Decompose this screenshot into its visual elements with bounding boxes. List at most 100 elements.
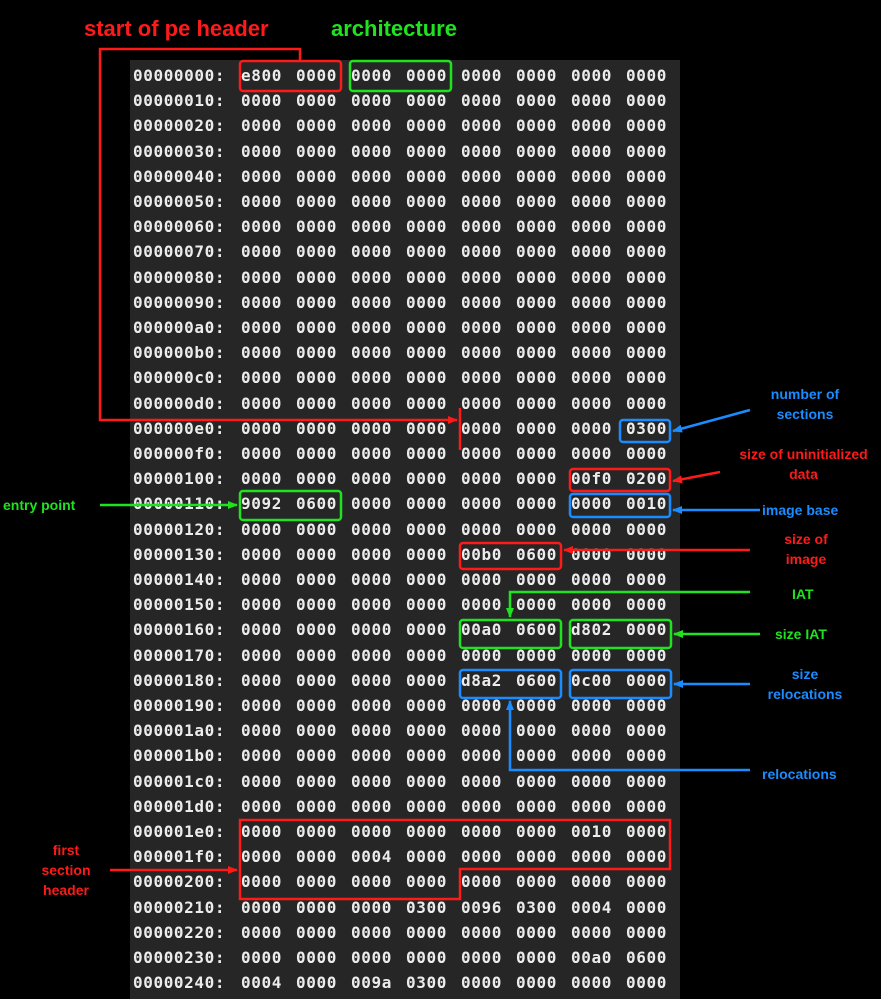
hex-word: 0000 <box>296 670 337 690</box>
hex-word: 0000 <box>571 847 612 867</box>
hex-word: 0000 <box>351 494 392 514</box>
hex-word: 0000 <box>406 393 447 413</box>
hex-word: 0000 <box>516 847 557 867</box>
hex-word: 0000 <box>571 444 612 463</box>
hex-word: 0000 <box>296 292 337 312</box>
hex-word: 0000 <box>296 469 337 489</box>
size-of-uninitialized-data-label: size of uninitialized data <box>739 446 868 482</box>
hex-address: 00000000: <box>133 66 226 85</box>
hex-word: 0000 <box>241 91 282 111</box>
hex-word: 0000 <box>461 973 502 993</box>
hex-word: 0000 <box>461 696 502 715</box>
hex-word: 0000 <box>296 393 337 413</box>
relocations-arrow <box>506 700 750 772</box>
hex-word: 0000 <box>626 620 667 640</box>
hex-word: 0000 <box>241 141 282 161</box>
hex-word: 0000 <box>626 318 667 337</box>
hex-word: 0000 <box>571 343 612 363</box>
hex-word: 0000 <box>406 721 447 741</box>
entry-point-box <box>238 489 343 522</box>
hex-word: 0000 <box>516 746 557 766</box>
hex-word: 0000 <box>461 746 502 766</box>
number-of-sections-label: number of sections <box>770 386 840 422</box>
hex-address: 00000150: <box>133 595 226 615</box>
hex-word: 0000 <box>516 393 557 413</box>
size-relocations-box <box>568 668 673 700</box>
hex-word: 0000 <box>626 922 667 942</box>
hex-word: 0300 <box>406 973 447 993</box>
hex-word: 0000 <box>296 343 337 363</box>
hex-word: 0000 <box>571 746 612 766</box>
hex-word: 0000 <box>296 771 337 791</box>
hex-word: 0000 <box>296 217 337 237</box>
hex-word: 0000 <box>351 192 392 211</box>
hex-word: 0000 <box>461 141 502 161</box>
number-of-sections-arrow <box>672 408 751 433</box>
size-uninitialized-arrow <box>672 470 721 484</box>
hex-word: 0000 <box>626 670 667 690</box>
hex-word: 0000 <box>626 519 667 539</box>
hex-word: 0000 <box>351 116 392 136</box>
hex-word: 0000 <box>626 570 667 589</box>
hex-word: 0000 <box>626 343 667 363</box>
hex-word: 0000 <box>296 141 337 161</box>
hex-word: 0000 <box>571 242 612 262</box>
hex-word: 0000 <box>296 822 337 841</box>
hex-word: 0000 <box>406 267 447 287</box>
hex-word: 0000 <box>461 796 502 816</box>
hex-word: 0000 <box>571 595 612 615</box>
hex-word: 0000 <box>406 670 447 690</box>
hex-word: 0000 <box>516 822 557 841</box>
hex-word: 0000 <box>296 519 337 539</box>
hex-word: 0000 <box>241 746 282 766</box>
hex-word: 00b0 <box>461 544 502 564</box>
hex-word: 0000 <box>461 292 502 312</box>
hex-word: 0000 <box>571 696 612 715</box>
hex-word: 0000 <box>241 872 282 892</box>
hex-address: 00000170: <box>133 645 226 665</box>
hex-word: 0000 <box>296 796 337 816</box>
hex-word: 0000 <box>351 141 392 161</box>
hex-word: 0000 <box>241 620 282 640</box>
hex-word: 0000 <box>571 91 612 111</box>
hex-word: 0000 <box>516 872 557 892</box>
hex-address: 00000040: <box>133 166 226 186</box>
hex-address: 00000140: <box>133 570 226 589</box>
hex-word: 0000 <box>571 368 612 388</box>
hex-word: 0000 <box>626 746 667 766</box>
hex-word: d8a2 <box>461 670 502 690</box>
iat-label: IAT <box>792 586 814 602</box>
hex-word: 0000 <box>406 544 447 564</box>
hex-word: 0000 <box>626 91 667 111</box>
hex-word: 0000 <box>351 670 392 690</box>
hex-word: 0000 <box>516 192 557 211</box>
hex-word: 0000 <box>296 91 337 111</box>
hex-address: 000001b0: <box>133 746 226 766</box>
hex-word: 009a <box>351 973 392 993</box>
hex-word: 0000 <box>406 922 447 942</box>
hex-word: 0000 <box>516 922 557 942</box>
hex-word: 0000 <box>241 570 282 589</box>
hex-word: 0000 <box>516 796 557 816</box>
number-of-sections-box <box>618 418 672 444</box>
hex-word: 0000 <box>626 217 667 237</box>
hex-word: 0000 <box>351 595 392 615</box>
hex-word: 0300 <box>516 897 557 917</box>
hex-word: 0000 <box>626 192 667 211</box>
hex-word: 0000 <box>241 519 282 539</box>
hex-word: 0000 <box>296 116 337 136</box>
hex-word: 0000 <box>241 217 282 237</box>
hex-word: 0000 <box>296 418 337 438</box>
hex-word: 0000 <box>516 267 557 287</box>
hex-word: 0000 <box>516 494 557 514</box>
hex-word: 0000 <box>351 292 392 312</box>
size-iat-box <box>568 618 673 650</box>
hex-word: 0000 <box>351 66 392 85</box>
hex-word: 0000 <box>461 519 502 539</box>
hex-word: 0000 <box>626 66 667 85</box>
hex-word: 0000 <box>626 141 667 161</box>
hex-word: 0000 <box>351 166 392 186</box>
hex-word: 0000 <box>626 393 667 413</box>
hex-word: 0000 <box>296 746 337 766</box>
